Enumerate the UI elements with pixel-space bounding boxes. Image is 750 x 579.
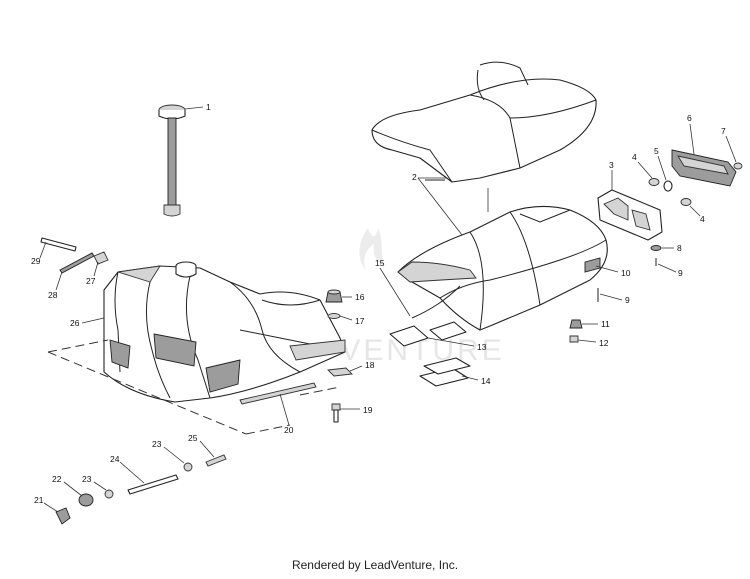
callout-22: 22 xyxy=(52,474,62,484)
callout-28: 28 xyxy=(48,290,58,300)
part-pad-18 xyxy=(327,365,363,377)
part-valve-25 xyxy=(199,440,227,467)
callout-10: 10 xyxy=(621,268,631,278)
part-taillight-housing xyxy=(597,170,663,241)
mounting-outline xyxy=(47,339,341,435)
part-screw-7 xyxy=(725,135,743,170)
callout-9-upper: 9 xyxy=(678,268,683,278)
callout-23-lower: 23 xyxy=(82,474,92,484)
part-bolt-19 xyxy=(331,403,360,423)
footer-credit: Rendered by LeadVenture, Inc. xyxy=(291,558,459,572)
part-fuel-tank xyxy=(81,261,346,403)
callout-13: 13 xyxy=(477,342,487,352)
part-lens-6 xyxy=(671,123,737,187)
callout-2: 2 xyxy=(412,172,417,182)
part-rod-29 xyxy=(39,237,77,259)
callout-5: 5 xyxy=(654,146,659,156)
part-pin-9-upper xyxy=(655,258,677,273)
callout-18: 18 xyxy=(365,360,375,370)
callout-25: 25 xyxy=(188,433,198,443)
callout-4-upper: 4 xyxy=(632,152,637,162)
part-seat-base xyxy=(397,177,608,331)
part-pad-13 xyxy=(389,321,475,347)
part-fitting-22 xyxy=(63,481,94,507)
part-washer-8 xyxy=(650,245,674,251)
part-hose-24 xyxy=(119,461,179,495)
watermark-flame-icon xyxy=(359,228,384,270)
callout-23-upper: 23 xyxy=(152,439,162,449)
callout-21: 21 xyxy=(34,495,44,505)
callout-24: 24 xyxy=(110,454,120,464)
callout-27: 27 xyxy=(86,276,96,286)
callout-9-lower: 9 xyxy=(625,295,630,305)
part-seat-cushion xyxy=(371,61,597,183)
callout-4-lower: 4 xyxy=(700,214,705,224)
callout-8: 8 xyxy=(677,243,682,253)
callout-11: 11 xyxy=(601,319,610,329)
part-clip-27 xyxy=(93,251,109,277)
part-fuel-sender xyxy=(158,104,204,217)
callout-1: 1 xyxy=(206,102,211,112)
part-cable-15 xyxy=(379,267,461,319)
callout-26: 26 xyxy=(70,318,80,328)
callouts: 1 2 3 4 4 5 6 7 8 9 9 10 11 12 13 14 15 … xyxy=(31,102,726,505)
part-cap-23-lower xyxy=(93,481,114,499)
part-washer-17 xyxy=(327,313,353,321)
callout-6: 6 xyxy=(687,113,692,123)
callout-14: 14 xyxy=(481,376,491,386)
callout-12: 12 xyxy=(599,338,609,348)
part-cap-23-upper xyxy=(163,446,193,472)
part-socket-5 xyxy=(657,155,673,192)
part-leader-10 xyxy=(595,265,619,273)
part-bulb-4-lower xyxy=(680,198,701,217)
part-elbow-21 xyxy=(43,502,71,525)
callout-20: 20 xyxy=(284,425,294,435)
part-pin-9-lower xyxy=(597,288,623,302)
callout-19: 19 xyxy=(363,405,373,415)
part-strip-20 xyxy=(239,382,317,426)
callout-16: 16 xyxy=(355,292,365,302)
part-nut-11 xyxy=(569,319,598,329)
callout-3: 3 xyxy=(609,160,614,170)
callout-29: 29 xyxy=(31,256,41,266)
part-nut-16 xyxy=(325,289,352,303)
callout-15: 15 xyxy=(375,258,385,268)
part-bulb-4-upper xyxy=(637,161,660,186)
callout-7: 7 xyxy=(721,126,726,136)
part-bolt-12 xyxy=(569,335,597,343)
part-pad-14 xyxy=(419,357,479,387)
callout-17: 17 xyxy=(355,316,365,326)
